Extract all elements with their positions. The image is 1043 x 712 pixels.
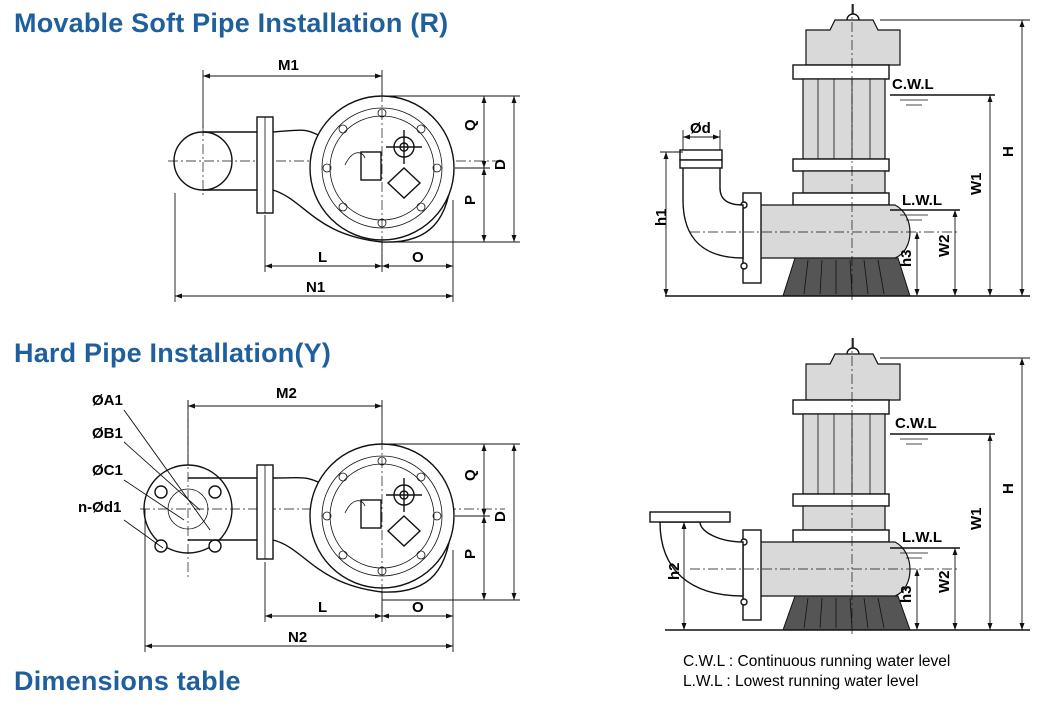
label-m1: M1: [278, 57, 299, 74]
label-h3: h3: [898, 249, 915, 267]
label-a1: ØA1: [92, 392, 123, 409]
label-d2: D: [492, 511, 509, 522]
legend-lwl: L.W.L : Lowest running water level: [683, 673, 919, 690]
label-o: O: [412, 249, 424, 266]
label-l2: L: [318, 599, 327, 616]
plan-view-soft-pipe: M1 Q P D L O N1: [168, 57, 520, 302]
label-h-2: H: [1000, 483, 1017, 494]
plan-view-hard-pipe: ØA1 ØB1 ØC1 n-Ød1 M2 Q P D L O N2: [78, 385, 520, 652]
label-w1: W1: [968, 173, 985, 196]
label-o2: O: [412, 599, 424, 616]
label-h3-2: h3: [898, 585, 915, 603]
title-hard-pipe: Hard Pipe Installation(Y): [14, 338, 332, 368]
label-h: H: [1000, 146, 1017, 157]
label-n2: N2: [288, 629, 307, 646]
label-q2: Q: [462, 469, 479, 481]
title-dimensions-table: Dimensions table: [14, 666, 241, 696]
label-p2: P: [462, 549, 479, 559]
label-n1: N1: [306, 279, 325, 296]
label-w2-2: W2: [936, 571, 953, 594]
side-view-soft-pipe: Ød h1 C.W.L L.W.L H W1 W2 h3: [653, 4, 1030, 300]
label-d: D: [492, 159, 509, 170]
label-w1-2: W1: [968, 508, 985, 531]
title-soft-pipe: Movable Soft Pipe Installation (R): [14, 8, 449, 38]
label-lwl2: L.W.L: [902, 529, 942, 546]
side-view-hard-pipe: h2 C.W.L L.W.L H W1 W2 h3: [649, 338, 1030, 634]
label-h1: h1: [653, 208, 670, 226]
label-cwl: C.W.L: [892, 76, 934, 93]
label-h2: h2: [666, 562, 683, 580]
label-od: Ød: [690, 120, 711, 137]
label-c1: ØC1: [92, 462, 123, 479]
label-nd1: n-Ød1: [78, 499, 121, 516]
legend-cwl: C.W.L : Continuous running water level: [683, 653, 951, 670]
label-cwl2: C.W.L: [895, 415, 937, 432]
label-w2: W2: [936, 235, 953, 258]
label-p: P: [462, 195, 479, 205]
label-m2: M2: [276, 385, 297, 402]
label-b1: ØB1: [92, 425, 123, 442]
label-q: Q: [462, 119, 479, 131]
label-lwl: L.W.L: [902, 192, 942, 209]
label-l: L: [318, 249, 327, 266]
